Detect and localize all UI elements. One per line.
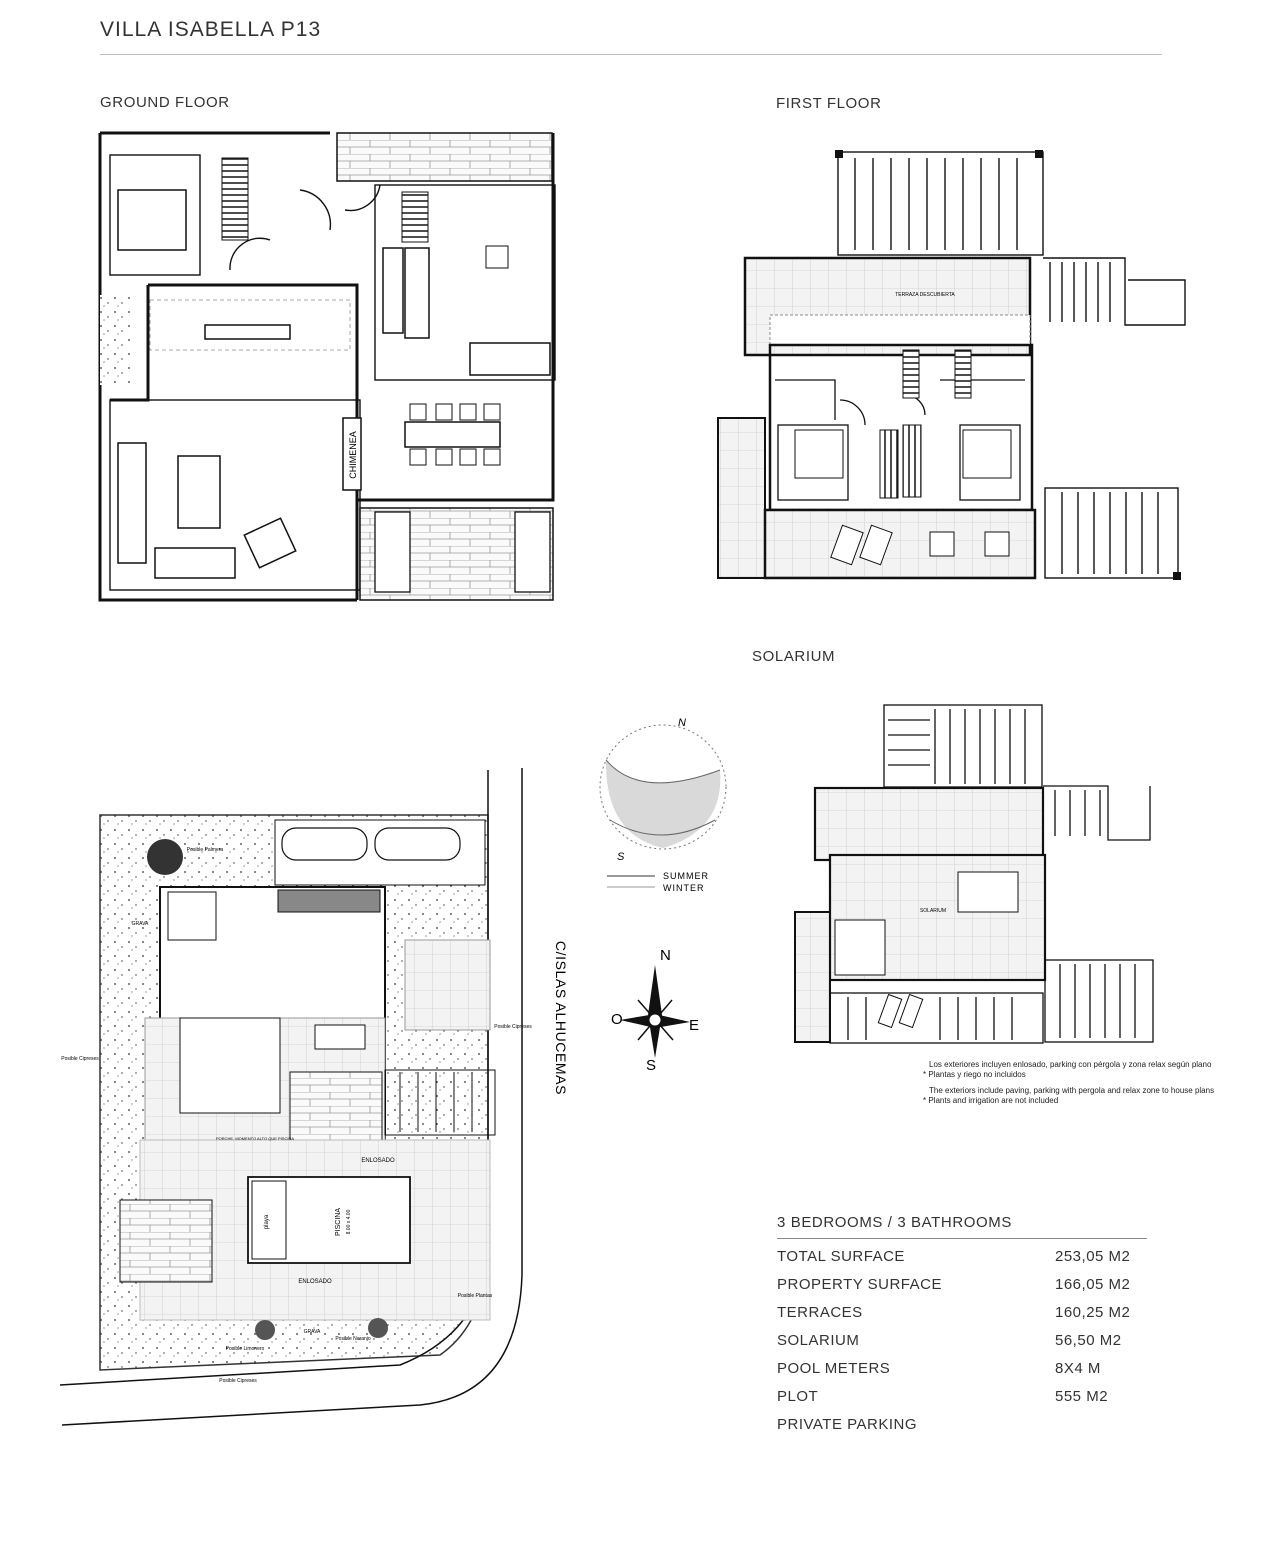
cipreses-right-label: Posible Cipreses <box>494 1024 532 1030</box>
enlosado-top-label: ENLOSADO <box>361 1158 395 1164</box>
specs-heading: 3 BEDROOMS / 3 BATHROOMS <box>777 1214 1147 1239</box>
naranjo-label: Posible Naranjo <box>335 1336 371 1342</box>
porche-label: PORCHE, MOMENTO ALTO QUE PISCINA <box>216 1136 294 1141</box>
exteriors-note: Los exteriores incluyen enlosado, parkin… <box>923 1060 1243 1106</box>
spec-row: SOLARIUM 56,50 M2 <box>777 1332 1147 1360</box>
note-es-1: Los exteriores incluyen enlosado, parkin… <box>929 1060 1212 1069</box>
compass-rose <box>620 965 690 1058</box>
spec-label: POOL METERS <box>777 1360 891 1377</box>
spec-row: POOL METERS 8X4 M <box>777 1360 1147 1388</box>
spec-label: PRIVATE PARKING <box>777 1416 918 1433</box>
grava-bottom-label: GRAVA <box>304 1329 321 1335</box>
palmera-label: Posible Palmera <box>187 847 224 853</box>
legend-winter: WINTER <box>663 883 705 893</box>
legend-summer: SUMMER <box>663 871 709 881</box>
chimenea-label: CHIMENEA <box>348 431 358 479</box>
spec-row: TOTAL SURFACE 253,05 M2 <box>777 1248 1147 1276</box>
spec-value: 166,05 M2 <box>1055 1276 1131 1293</box>
first-terrace-label: TERRAZA DESCUBIERTA <box>895 292 955 298</box>
first-floor-label: FIRST FLOOR <box>776 95 882 112</box>
spec-label: PROPERTY SURFACE <box>777 1276 942 1293</box>
piscina-size-label: 8.00 x 4.00 <box>346 1209 352 1234</box>
solarium-floor-label: SOLARIUM <box>920 908 946 914</box>
compass-s: S <box>646 1057 656 1074</box>
spec-row: PROPERTY SURFACE 166,05 M2 <box>777 1276 1147 1304</box>
spec-label: TOTAL SURFACE <box>777 1248 905 1265</box>
spec-label: PLOT <box>777 1388 819 1405</box>
note-en-1: The exteriors include paving, parking wi… <box>929 1086 1215 1095</box>
note-es-2: * Plantas y riego no incluidos <box>923 1070 1026 1079</box>
spec-value: 555 M2 <box>1055 1388 1109 1405</box>
specs-table: 3 BEDROOMS / 3 BATHROOMS TOTAL SURFACE 25… <box>777 1214 1147 1444</box>
plantas-label: Posible Plantas <box>458 1293 493 1299</box>
sun-north-label: N <box>678 717 686 729</box>
enlosado-bottom-label: ENLOSADO <box>298 1279 332 1285</box>
street-label: C/ISLAS ALHUCEMAS <box>553 941 569 1095</box>
solarium-label: SOLARIUM <box>752 648 836 665</box>
playa-label: playa <box>264 1214 270 1229</box>
compass-e: E <box>689 1017 699 1034</box>
spec-row: TERRACES 160,25 M2 <box>777 1304 1147 1332</box>
spec-value: 160,25 M2 <box>1055 1304 1131 1321</box>
limonero-label: Posible Limonero <box>226 1346 265 1352</box>
compass-n: N <box>660 947 671 964</box>
spec-label: TERRACES <box>777 1304 863 1321</box>
note-en-2: * Plants and irrigation are not included <box>923 1096 1059 1105</box>
compass-o: O <box>611 1011 623 1028</box>
spec-value <box>1055 1416 1147 1444</box>
spec-value: 253,05 M2 <box>1055 1248 1131 1265</box>
grava-top-label: GRAVA <box>132 921 149 927</box>
cipreses-bottom-label: Posible Cipreses <box>219 1378 257 1384</box>
spec-row: PRIVATE PARKING <box>777 1416 1147 1444</box>
sun-south-label: S <box>617 851 625 863</box>
spec-value: 8X4 M <box>1055 1360 1101 1377</box>
piscina-label: PISCINA <box>335 1208 342 1236</box>
page-title: VILLA ISABELLA P13 <box>100 18 322 41</box>
cipreses-left-label: Posible Cipreses <box>61 1056 99 1062</box>
spec-value: 56,50 M2 <box>1055 1332 1122 1349</box>
title-divider <box>100 54 1162 55</box>
spec-label: SOLARIUM <box>777 1332 860 1349</box>
ground-floor-label: GROUND FLOOR <box>100 94 230 111</box>
spec-row: PLOT 555 M2 <box>777 1388 1147 1416</box>
